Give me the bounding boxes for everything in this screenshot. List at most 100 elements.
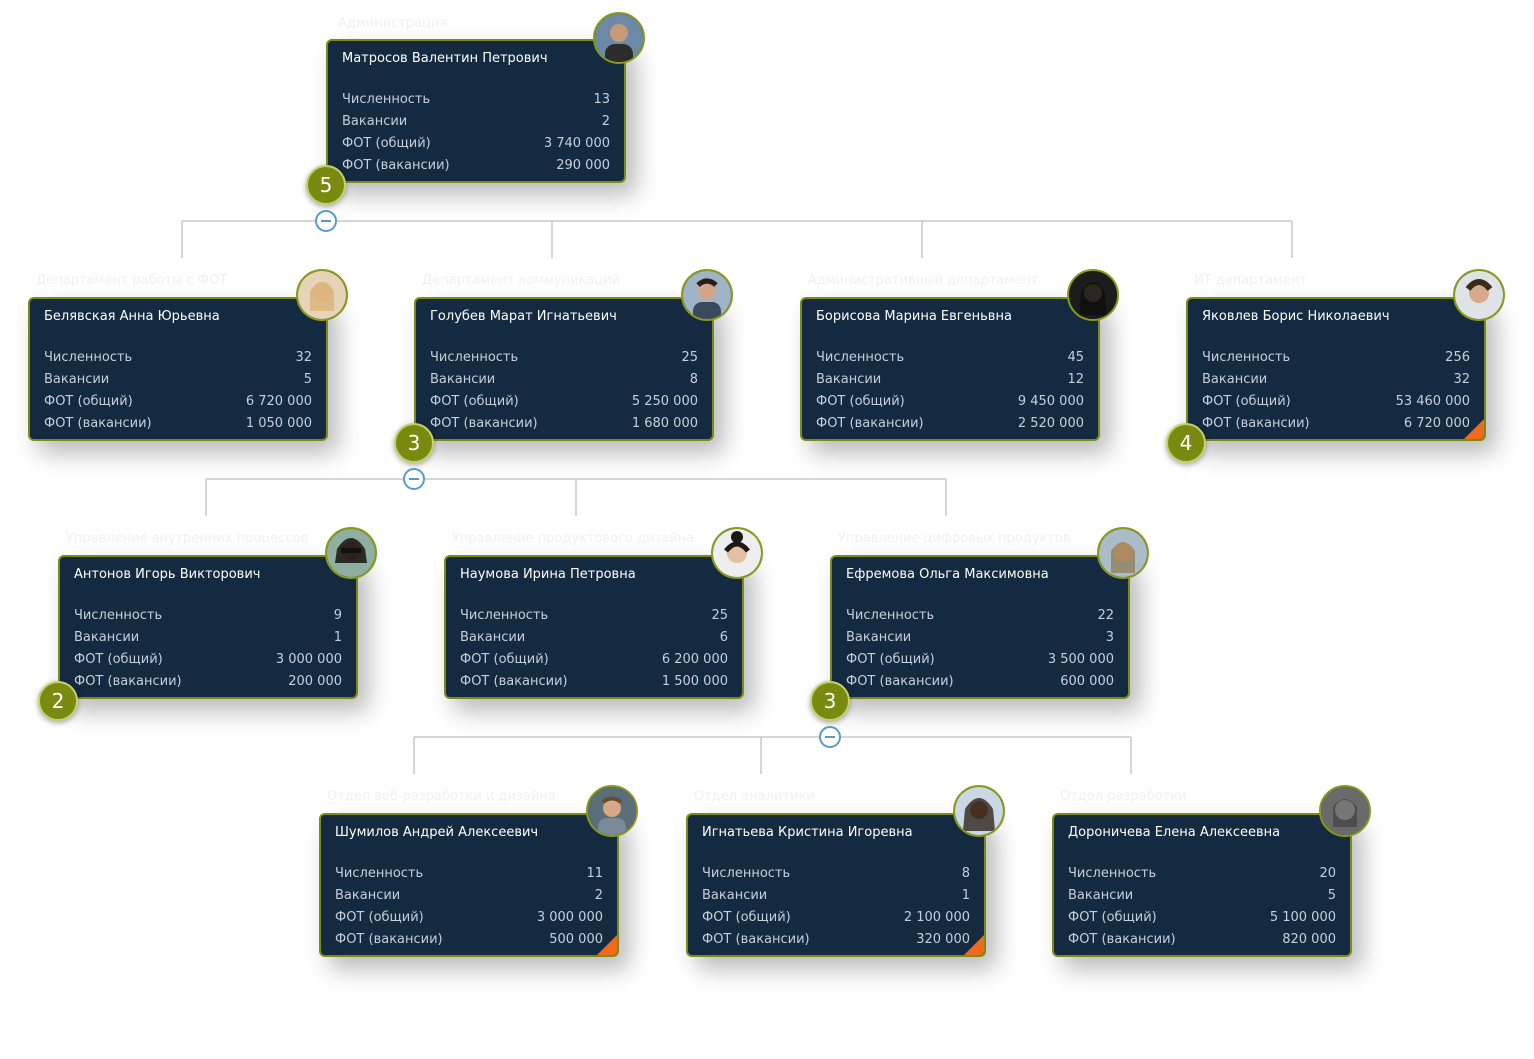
- stat-label: Численность: [816, 350, 905, 365]
- stat-label: ФОТ (общий): [816, 394, 905, 409]
- man-portrait-icon: [683, 271, 731, 319]
- woman-portrait-icon: [1099, 529, 1147, 577]
- stat-label: ФОТ (общий): [342, 136, 431, 151]
- employee-name: Белявская Анна Юрьевна: [44, 309, 220, 324]
- stat-label: ФОТ (общий): [460, 652, 549, 667]
- man-portrait-icon: [1455, 271, 1503, 319]
- stat-value: 53 460 000: [1395, 394, 1470, 409]
- stat-label: ФОТ (общий): [44, 394, 133, 409]
- stat-value: 5: [303, 372, 312, 387]
- avatar: [296, 269, 348, 321]
- stat-value: 25: [681, 350, 698, 365]
- stat-label: Вакансии: [430, 372, 496, 387]
- stat-value: 12: [1067, 372, 1084, 387]
- employee-name: Шумилов Андрей Алексеевич: [335, 825, 539, 840]
- stat-value: 6 720 000: [1403, 416, 1470, 431]
- stat-label: Численность: [846, 608, 935, 623]
- connector-n7: [413, 736, 1132, 774]
- stat-label: ФОТ (вакансии): [74, 674, 182, 689]
- stat-value: 3 500 000: [1047, 652, 1114, 667]
- employee-name: Наумова Ирина Петровна: [460, 567, 636, 582]
- stat-label: Численность: [335, 866, 424, 881]
- employee-name: Ефремова Ольга Максимовна: [846, 567, 1049, 582]
- status-corner-marker: [1464, 419, 1484, 439]
- stat-label: ФОТ (вакансии): [460, 674, 568, 689]
- woman-portrait-icon: [298, 271, 346, 319]
- man-portrait-icon: [588, 787, 636, 835]
- stat-value: 600 000: [1060, 674, 1114, 689]
- department-label: Административный департамент: [808, 273, 1039, 288]
- employee-name: Борисова Марина Евгеньвна: [816, 309, 1012, 324]
- stat-value: 500 000: [549, 932, 603, 947]
- stat-value: 3 740 000: [543, 136, 610, 151]
- man-portrait-icon: [327, 529, 375, 577]
- stat-label: Численность: [430, 350, 519, 365]
- stat-label: ФОТ (вакансии): [1202, 416, 1310, 431]
- children-count-badge: 4: [1166, 423, 1206, 463]
- stat-value: 9: [333, 608, 342, 623]
- stat-value: 3: [1105, 630, 1114, 645]
- stat-label: Вакансии: [460, 630, 526, 645]
- stat-value: 2: [594, 888, 603, 903]
- stat-value: 290 000: [556, 158, 610, 173]
- stat-label: Численность: [1202, 350, 1291, 365]
- avatar: [1097, 527, 1149, 579]
- employee-card[interactable]: Антонов Игорь Викторович Численность 9 Ва…: [58, 555, 358, 699]
- department-label: Управление цифровых продуктов: [838, 531, 1071, 546]
- stat-value: 6: [719, 630, 728, 645]
- employee-card[interactable]: Наумова Ирина Петровна Численность 25 Вак…: [444, 555, 744, 699]
- stat-label: Численность: [342, 92, 431, 107]
- stat-label: Вакансии: [342, 114, 408, 129]
- stat-label: ФОТ (вакансии): [846, 674, 954, 689]
- stat-value: 820 000: [1282, 932, 1336, 947]
- stat-label: ФОТ (общий): [846, 652, 935, 667]
- children-count-badge: 5: [306, 165, 346, 205]
- stat-value: 9 450 000: [1017, 394, 1084, 409]
- stat-value: 20: [1319, 866, 1336, 881]
- stat-label: Численность: [74, 608, 163, 623]
- woman-portrait-icon: [713, 529, 761, 577]
- employee-name: Голубев Марат Игнатьевич: [430, 309, 617, 324]
- stat-value: 32: [295, 350, 312, 365]
- department-label: Департамент работы с ФОТ: [36, 273, 228, 288]
- employee-name: Матросов Валентин Петрович: [342, 51, 548, 66]
- stat-label: ФОТ (общий): [430, 394, 519, 409]
- stat-label: Вакансии: [74, 630, 140, 645]
- children-count-badge: 3: [394, 423, 434, 463]
- man-portrait-icon: [595, 14, 643, 62]
- collapse-toggle-button[interactable]: [403, 468, 425, 490]
- stat-label: Вакансии: [702, 888, 768, 903]
- employee-card[interactable]: Голубев Марат Игнатьевич Численность 25 В…: [414, 297, 714, 441]
- stat-value: 2 520 000: [1017, 416, 1084, 431]
- stat-value: 6 720 000: [245, 394, 312, 409]
- stat-value: 320 000: [916, 932, 970, 947]
- employee-name: Антонов Игорь Викторович: [74, 567, 261, 582]
- stat-value: 256: [1445, 350, 1470, 365]
- stat-value: 32: [1453, 372, 1470, 387]
- stat-label: Численность: [44, 350, 133, 365]
- stat-label: Вакансии: [1068, 888, 1134, 903]
- stat-value: 25: [711, 608, 728, 623]
- stat-value: 3 000 000: [536, 910, 603, 925]
- stat-label: Вакансии: [846, 630, 912, 645]
- avatar: [1319, 785, 1371, 837]
- stat-label: ФОТ (общий): [74, 652, 163, 667]
- children-count-badge: 2: [38, 681, 78, 721]
- stat-value: 11: [586, 866, 603, 881]
- stat-value: 200 000: [288, 674, 342, 689]
- collapse-toggle-button[interactable]: [819, 726, 841, 748]
- stat-label: Численность: [460, 608, 549, 623]
- stat-label: ФОТ (вакансии): [702, 932, 810, 947]
- collapse-toggle-button[interactable]: [315, 210, 337, 232]
- department-label: Отдел веб-разработки и дизайна: [327, 789, 556, 804]
- stat-label: ФОТ (общий): [1202, 394, 1291, 409]
